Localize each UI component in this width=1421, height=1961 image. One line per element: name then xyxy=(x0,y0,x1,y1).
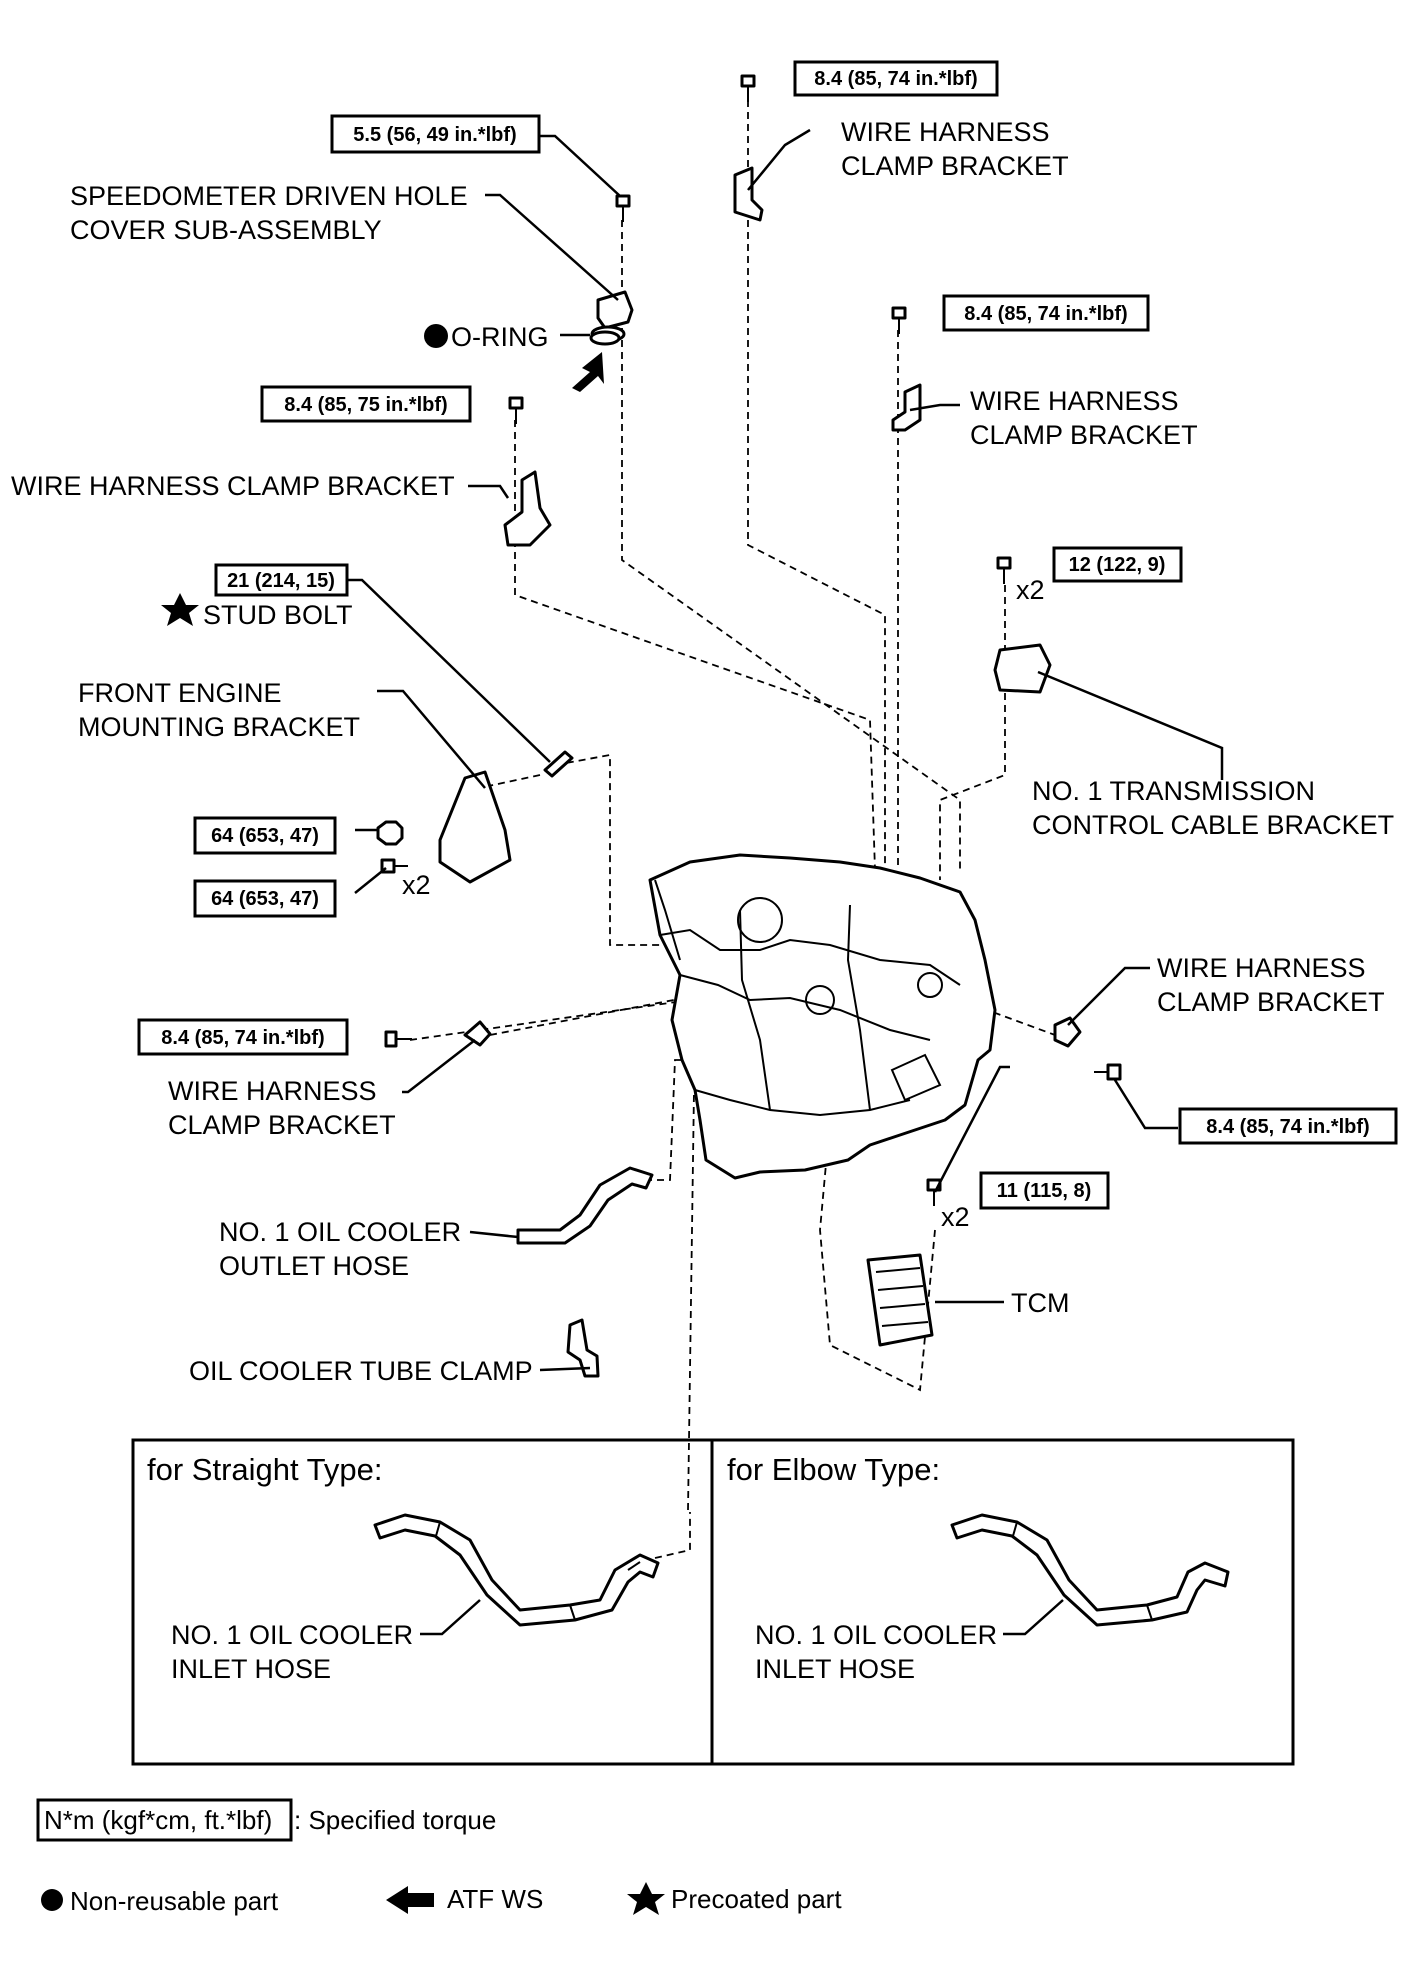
part-label: INLET HOSE xyxy=(755,1654,915,1684)
wire-harness-clamp-bracket-top xyxy=(733,166,764,222)
torque-spec-cable-bracket-bolt: 12 (122, 9) xyxy=(1052,546,1183,583)
atf-arrow-icon xyxy=(386,1886,434,1914)
precoated-part-icon xyxy=(627,1882,665,1915)
part-label: FRONT ENGINE xyxy=(78,678,282,708)
part-label: WIRE HARNESS CLAMP BRACKET xyxy=(11,471,455,501)
torque-spec-text: 5.5 (56, 49 in.*lbf) xyxy=(353,124,516,146)
torque-spec-text: 11 (115, 8) xyxy=(997,1180,1092,1202)
part-label: CLAMP BRACKET xyxy=(841,151,1069,181)
torque-spec-text: 64 (653, 47) xyxy=(211,825,319,847)
part-label: CONTROL CABLE BRACKET xyxy=(1032,810,1394,840)
torque-spec-text: 21 (214, 15) xyxy=(227,570,335,592)
hose-type-panels: for Straight Type: NO. 1 OIL COOLER INLE… xyxy=(131,1438,1295,1766)
torque-spec-text: 8.4 (85, 74 in.*lbf) xyxy=(161,1027,324,1049)
part-label: TCM xyxy=(1011,1288,1069,1318)
oil-cooler-inlet-hose-elbow xyxy=(950,1513,1230,1627)
atf-arrow-icon xyxy=(572,352,604,392)
torque-spec-lower-left-bolt: 8.4 (85, 74 in.*lbf) xyxy=(137,1018,349,1056)
torque-spec-text: 64 (653, 47) xyxy=(211,888,319,910)
alignment-lines xyxy=(409,100,1056,1559)
legend: N*m (kgf*cm, ft.*lbf) : Specified torque… xyxy=(36,1798,842,1916)
transmission-control-cable-bracket xyxy=(993,643,1052,694)
part-label: WIRE HARNESS xyxy=(841,117,1050,147)
front-engine-mounting-bracket xyxy=(438,770,512,884)
legend-torque-unit: N*m (kgf*cm, ft.*lbf) xyxy=(44,1805,272,1835)
stud-bolt-icon xyxy=(543,750,574,778)
part-label: CLAMP BRACKET xyxy=(970,420,1198,450)
part-label: INLET HOSE xyxy=(171,1654,331,1684)
panel-title-straight: for Straight Type: xyxy=(147,1452,383,1487)
torque-spec-mount-bolt: 64 (653, 47) xyxy=(193,879,337,918)
transmission-assembly xyxy=(648,853,997,1180)
torque-spec-left-bracket-bolt: 8.4 (85, 75 in.*lbf) xyxy=(260,385,472,423)
torque-spec-top-bolt: 8.4 (85, 74 in.*lbf) xyxy=(793,60,999,97)
quantity-label: x2 xyxy=(941,1202,970,1232)
part-label: WIRE HARNESS xyxy=(970,386,1179,416)
non-reusable-part-icon xyxy=(41,1889,63,1911)
part-label: O-RING xyxy=(451,322,549,352)
wire-harness-clamp-bracket-side xyxy=(1053,1016,1082,1048)
torque-spec-text: 8.4 (85, 74 in.*lbf) xyxy=(1206,1116,1369,1138)
part-label: WIRE HARNESS xyxy=(168,1076,377,1106)
bolt-icon xyxy=(380,74,1122,1206)
part-label: OIL COOLER TUBE CLAMP xyxy=(189,1356,533,1386)
part-label: NO. 1 OIL COOLER xyxy=(171,1620,413,1650)
part-label: STUD BOLT xyxy=(203,600,353,630)
oil-cooler-outlet-hose xyxy=(516,1166,654,1245)
part-label: WIRE HARNESS xyxy=(1157,953,1366,983)
wire-harness-clamp-bracket-right xyxy=(891,383,922,432)
torque-spec-mount-nut: 64 (653, 47) xyxy=(193,816,337,855)
legend-atf: ATF WS xyxy=(447,1884,543,1914)
torque-legend-box xyxy=(36,1798,293,1842)
legend-non-reusable: Non-reusable part xyxy=(70,1886,279,1916)
quantity-label: x2 xyxy=(402,870,431,900)
tcm-icon xyxy=(866,1253,934,1347)
torque-spec-stud-bolt: 21 (214, 15) xyxy=(214,563,349,597)
torque-spec-speedo-bolt: 5.5 (56, 49 in.*lbf) xyxy=(330,114,541,154)
part-label: SPEEDOMETER DRIVEN HOLE xyxy=(70,181,468,211)
nut-icon xyxy=(376,820,404,846)
part-label: NO. 1 OIL COOLER xyxy=(219,1217,461,1247)
non-reusable-part-icon xyxy=(424,324,448,348)
torque-spec-text: 8.4 (85, 74 in.*lbf) xyxy=(814,68,977,90)
torque-spec-text: 12 (122, 9) xyxy=(1069,554,1166,576)
torque-spec-tcm-bolt: 11 (115, 8) xyxy=(979,1171,1110,1210)
quantity-label: x2 xyxy=(1016,575,1045,605)
part-label: CLAMP BRACKET xyxy=(1157,987,1385,1017)
oil-cooler-inlet-hose-straight xyxy=(373,1513,660,1627)
wire-harness-clamp-bracket-left xyxy=(503,470,552,547)
o-ring-icon xyxy=(589,330,621,346)
torque-spec-text: 8.4 (85, 75 in.*lbf) xyxy=(284,394,447,416)
part-label: NO. 1 OIL COOLER xyxy=(755,1620,997,1650)
torque-spec-text: 8.4 (85, 74 in.*lbf) xyxy=(964,303,1127,325)
wire-harness-clamp-bracket-lower xyxy=(463,1020,492,1047)
part-label: NO. 1 TRANSMISSION xyxy=(1032,776,1315,806)
part-label: MOUNTING BRACKET xyxy=(78,712,360,742)
legend-precoated: Precoated part xyxy=(671,1884,842,1914)
torque-spec-lower-right-bolt: 8.4 (85, 74 in.*lbf) xyxy=(1178,1107,1398,1145)
leader-lines xyxy=(348,128,1224,1372)
torque-spec-right-bracket-bolt: 8.4 (85, 74 in.*lbf) xyxy=(942,294,1150,332)
part-label: COVER SUB-ASSEMBLY xyxy=(70,215,382,245)
oil-cooler-tube-clamp xyxy=(566,1318,600,1378)
part-label: CLAMP BRACKET xyxy=(168,1110,396,1140)
part-label: OUTLET HOSE xyxy=(219,1251,409,1281)
legend-torque-desc: : Specified torque xyxy=(294,1805,496,1835)
precoated-part-icon xyxy=(161,593,199,626)
panel-title-elbow: for Elbow Type: xyxy=(727,1452,940,1487)
